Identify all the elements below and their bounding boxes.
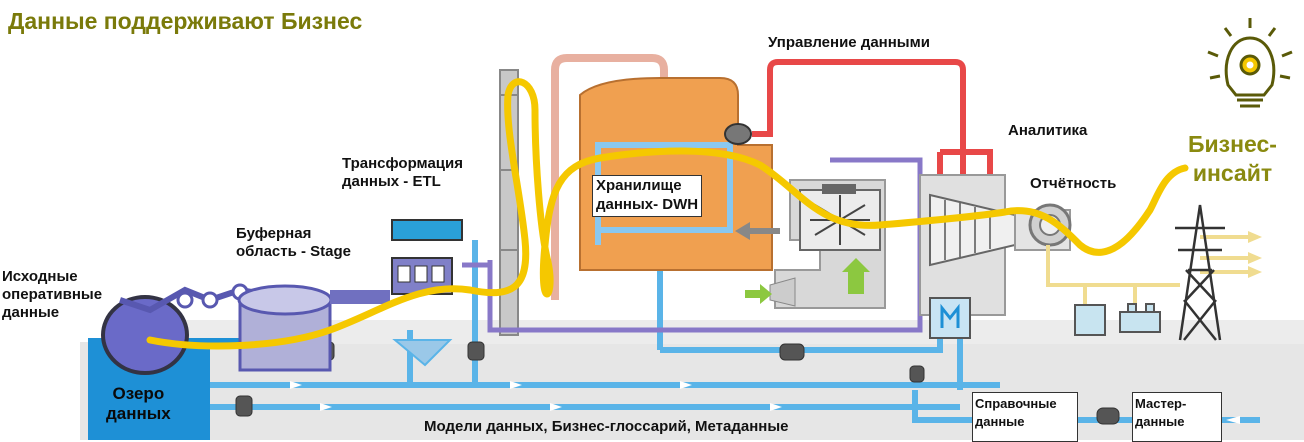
business-insight-label: Бизнес- инсайт: [1188, 131, 1277, 186]
dwh-boiler: [579, 77, 773, 271]
flow-arrows: [290, 381, 1240, 424]
lightbulb-gear-icon: [1207, 18, 1293, 108]
staging-tank: [237, 284, 390, 372]
output-boxes: [1074, 303, 1161, 336]
analytics-machine: [919, 174, 1016, 339]
label-staging: Буферная область - Stage: [236, 225, 352, 260]
purple-pipes: [462, 157, 923, 333]
filter-funnel: [392, 339, 453, 367]
page-title: Данные поддерживают Бизнес: [8, 8, 363, 34]
power-tower-icon: [1175, 204, 1225, 341]
label-data-management: Управление данными: [768, 34, 930, 51]
dwh-valve: [724, 123, 752, 145]
label-master-data: Мастер- данные: [1132, 392, 1222, 442]
data-flow-line: [146, 78, 1189, 350]
turbine: [745, 179, 886, 309]
label-reference-data: Справочные данные: [972, 392, 1078, 442]
pink-pipe: [551, 54, 668, 300]
output-arrowheads: [1248, 231, 1262, 278]
label-source-data: Исходные оперативные данные: [2, 268, 103, 321]
label-models: Модели данных, Бизнес-глоссарий, Метадан…: [424, 418, 789, 435]
label-data-lake: Озеро данных: [106, 384, 171, 424]
dwh-arrow: [735, 222, 780, 240]
label-dwh: Хранилище данных- DWH: [592, 175, 703, 217]
etl-blocks: [391, 219, 463, 295]
label-analytics: Аналитика: [1008, 122, 1088, 139]
label-reporting: Отчётность: [1030, 175, 1117, 192]
label-etl: Трансформация данных - ETL: [342, 155, 463, 190]
